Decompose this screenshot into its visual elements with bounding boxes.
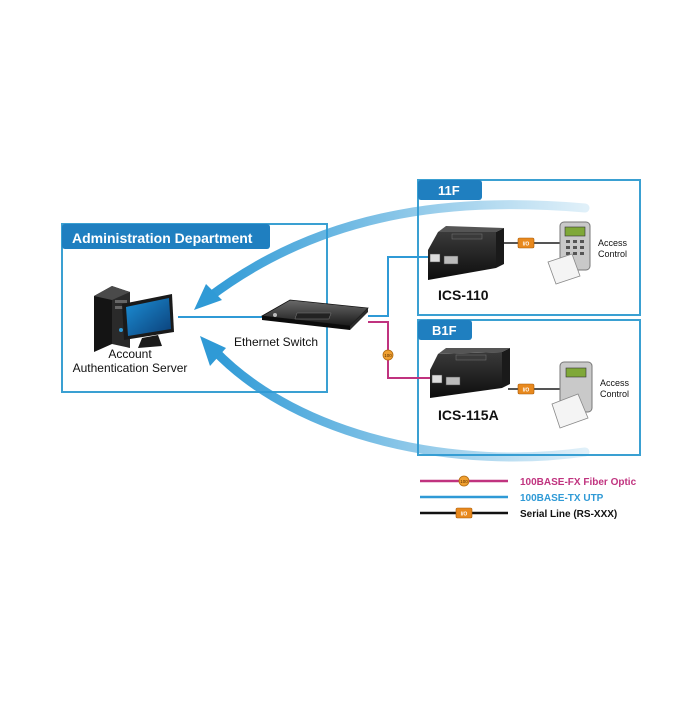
legend-item-utp: 100BASE-TX UTP: [420, 493, 604, 504]
serial-line-b1f: I/O: [508, 383, 562, 395]
floor-b1f-title: B1F: [432, 323, 457, 338]
access-control-b1f-line2: Control: [600, 389, 629, 399]
serial-tag-b1f: I/O: [523, 388, 530, 394]
ics-115a-label: ICS-115A: [438, 407, 499, 423]
legend-fiber-label: 100BASE-FX Fiber Optic: [520, 477, 637, 488]
access-control-11f-line2: Control: [598, 249, 627, 259]
floor-11f-title: 11F: [438, 183, 460, 198]
legend-utp-label: 100BASE-TX UTP: [520, 493, 604, 504]
svg-text:100: 100: [384, 353, 392, 358]
legend-serial-tag: I/O: [461, 512, 468, 518]
ics-110-label: ICS-110: [438, 287, 489, 303]
ics-115a-device-icon[interactable]: [430, 348, 510, 398]
access-control-b1f-line1: Access: [600, 378, 630, 388]
ethernet-switch-icon[interactable]: [260, 299, 369, 330]
ics-110-device-icon[interactable]: [428, 226, 504, 280]
server-label-line2: Authentication Server: [73, 361, 188, 375]
access-control-keypad-icon[interactable]: [547, 221, 591, 285]
legend-fiber-tag: 100: [460, 479, 468, 484]
access-control-11f-line1: Access: [598, 238, 628, 248]
ethernet-switch-label: Ethernet Switch: [234, 335, 318, 349]
server-label-line1: Account: [108, 347, 152, 361]
legend-item-fiber: 100 100BASE-FX Fiber Optic: [420, 475, 637, 488]
top-flow-arrow: [194, 200, 590, 310]
serial-tag-11f: I/O: [523, 242, 530, 248]
legend-serial-label: Serial Line (RS-XXX): [520, 509, 617, 520]
access-control-reader-icon[interactable]: [551, 361, 593, 429]
legend-item-serial: I/O Serial Line (RS-XXX): [420, 507, 617, 520]
admin-department-title: Administration Department: [72, 230, 253, 246]
fiber-tag: 100: [382, 349, 394, 361]
legend: 100 100BASE-FX Fiber Optic 100BASE-TX UT…: [420, 475, 637, 520]
authentication-server-icon[interactable]: [94, 286, 174, 352]
bottom-flow-arrow: [200, 336, 590, 462]
utp-line-switch-ics110: [368, 256, 428, 317]
serial-line-11f: I/O: [500, 237, 560, 249]
